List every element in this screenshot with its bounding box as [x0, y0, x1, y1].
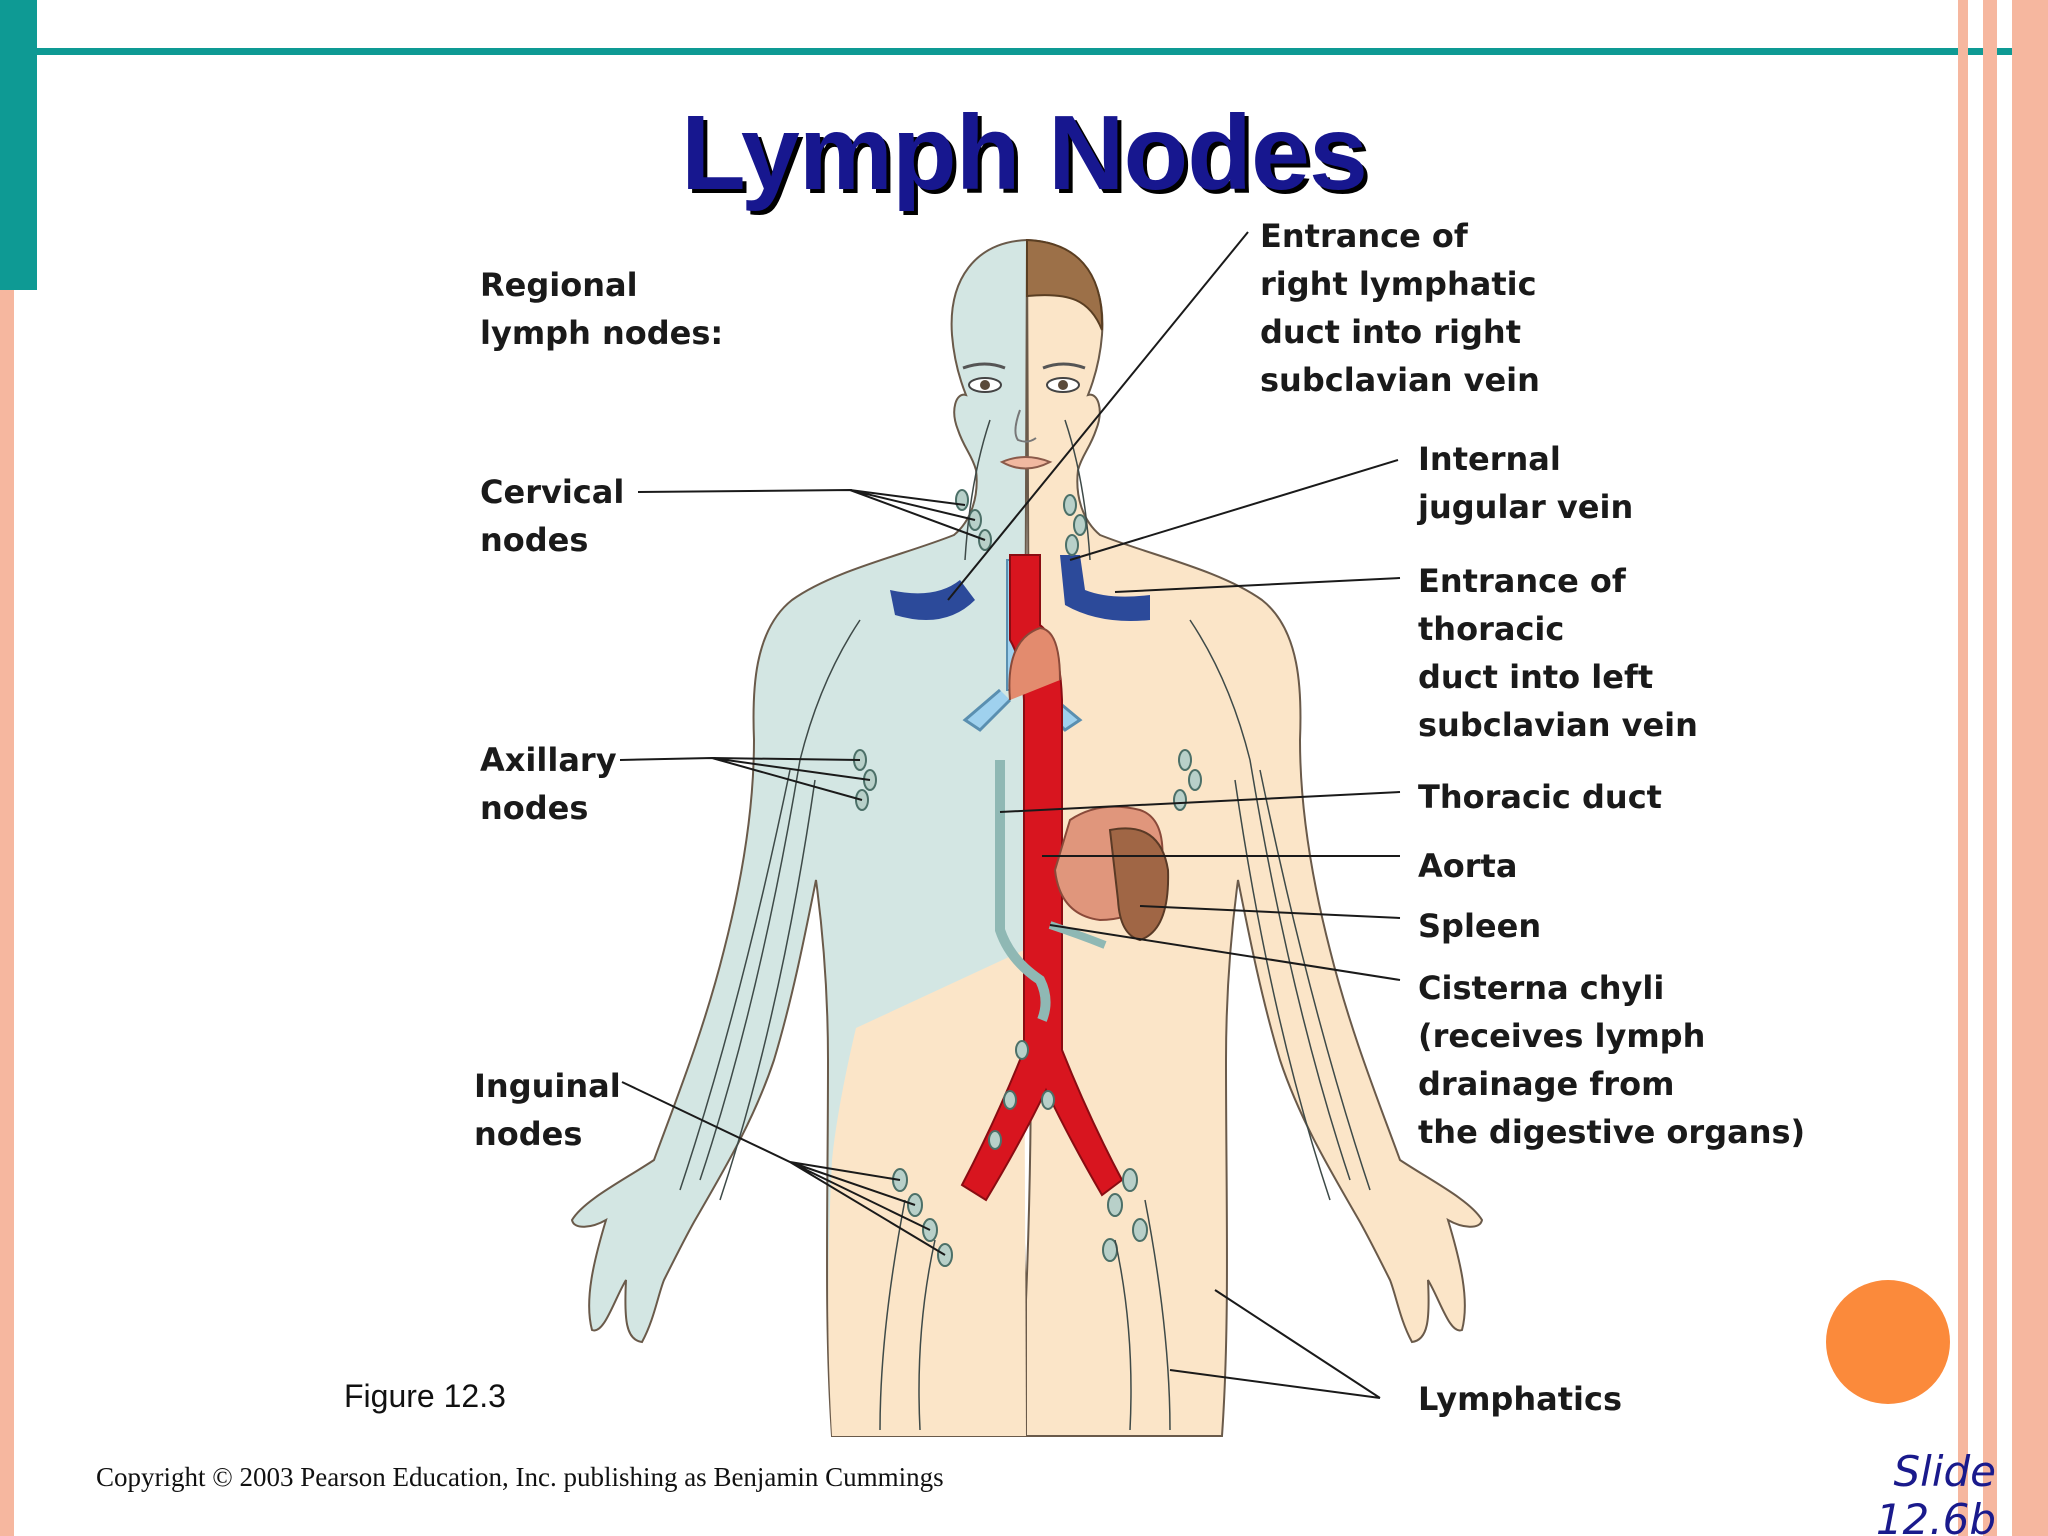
left-teal-block — [0, 0, 37, 290]
aorta — [960, 554, 1124, 1202]
label-right-lymphatic-duct-entrance: Entrance of right lymphatic duct into ri… — [1260, 217, 1540, 399]
label-cervical-nodes: Cervical nodes — [480, 473, 625, 559]
orange-dot — [1826, 1280, 1950, 1404]
label-axillary-nodes: Axillary nodes — [480, 741, 617, 827]
left-subclavian-vein — [890, 580, 975, 620]
label-regional-lymph-nodes: Regional lymph nodes: — [480, 266, 724, 352]
lower-body-skin-left — [828, 950, 1026, 1436]
lymphatic-vessels — [679, 419, 1371, 1431]
leader-lines — [619, 231, 1401, 1399]
label-internal-jugular-vein: Internal jugular vein — [1418, 440, 1634, 526]
top-teal-rule — [37, 48, 2029, 55]
copyright-notice: Copyright © 2003 Pearson Education, Inc.… — [96, 1462, 944, 1492]
right-salmon-stripe-1 — [1958, 0, 1968, 1536]
slide-number: Slide 12.6b — [1875, 1448, 1996, 1536]
right-salmon-stripe-2 — [1983, 0, 1997, 1536]
body-skin-side — [1025, 238, 1484, 1437]
slide-title: Lymph Nodes — [681, 94, 1368, 212]
label-inguinal-nodes: Inguinal nodes — [474, 1067, 621, 1153]
label-thoracic-duct: Thoracic duct — [1418, 778, 1662, 816]
aortic-arch — [1008, 626, 1061, 701]
hair — [1026, 238, 1104, 331]
right-subclavian-vein — [1060, 555, 1150, 621]
label-cisterna-chyli: Cisterna chyli (receives lymph drainage … — [1418, 969, 1806, 1151]
label-thoracic-duct-entrance: Entrance of thoracic duct into left subc… — [1418, 562, 1698, 744]
label-spleen: Spleen — [1418, 907, 1542, 945]
label-aorta: Aorta — [1418, 847, 1518, 885]
left-salmon-stripe — [0, 0, 14, 1536]
mouth — [999, 456, 1053, 470]
figure-caption: Figure 12.3 — [344, 1378, 506, 1414]
label-lymphatics: Lymphatics — [1418, 1380, 1622, 1418]
right-salmon-stripe-3 — [2012, 0, 2048, 1536]
thoracic-duct — [995, 760, 1051, 1022]
